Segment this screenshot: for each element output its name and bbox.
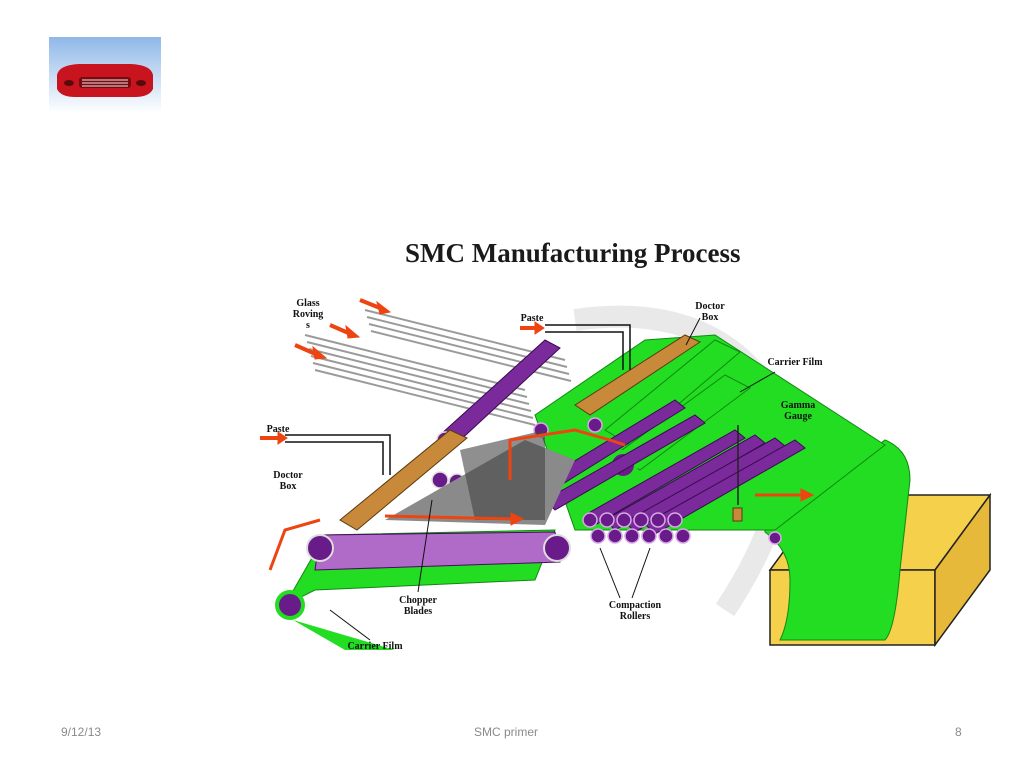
- lower-carrier-belt: [275, 529, 571, 650]
- label-carrier-film-top: Carrier Film: [767, 357, 823, 368]
- footer-date: 9/12/13: [61, 725, 102, 739]
- label-compaction-rollers: Compaction Rollers: [608, 600, 662, 622]
- label-doctor-box-top: Doctor Box: [695, 301, 725, 323]
- label-paste-left: Paste: [266, 424, 290, 435]
- footer-title: SMC primer: [474, 725, 539, 739]
- label-doctor-box-left: Doctor Box: [273, 470, 303, 492]
- diagram-title: SMC Manufacturing Process: [405, 238, 741, 268]
- gamma-gauge: [732, 507, 743, 522]
- label-carrier-film-bottom: Carrier Film: [347, 641, 403, 652]
- smc-process-diagram: [260, 298, 992, 650]
- flow-arrows: [260, 298, 815, 571]
- label-gamma-gauge: Gamma Gauge: [780, 400, 816, 422]
- footer-page-number: 8: [955, 725, 962, 739]
- bumper-logo-image: [49, 37, 161, 113]
- label-glass-rovings: Glass Roving s: [292, 298, 324, 331]
- label-paste-top: Paste: [520, 313, 544, 324]
- film-to-bin: [764, 439, 911, 641]
- compaction-rollers: [534, 399, 806, 535]
- roller-ends: [533, 417, 782, 545]
- doctor-box-left: [339, 429, 468, 531]
- paste-feed-lines: [285, 324, 631, 475]
- label-chopper-blades: Chopper Blades: [399, 595, 437, 617]
